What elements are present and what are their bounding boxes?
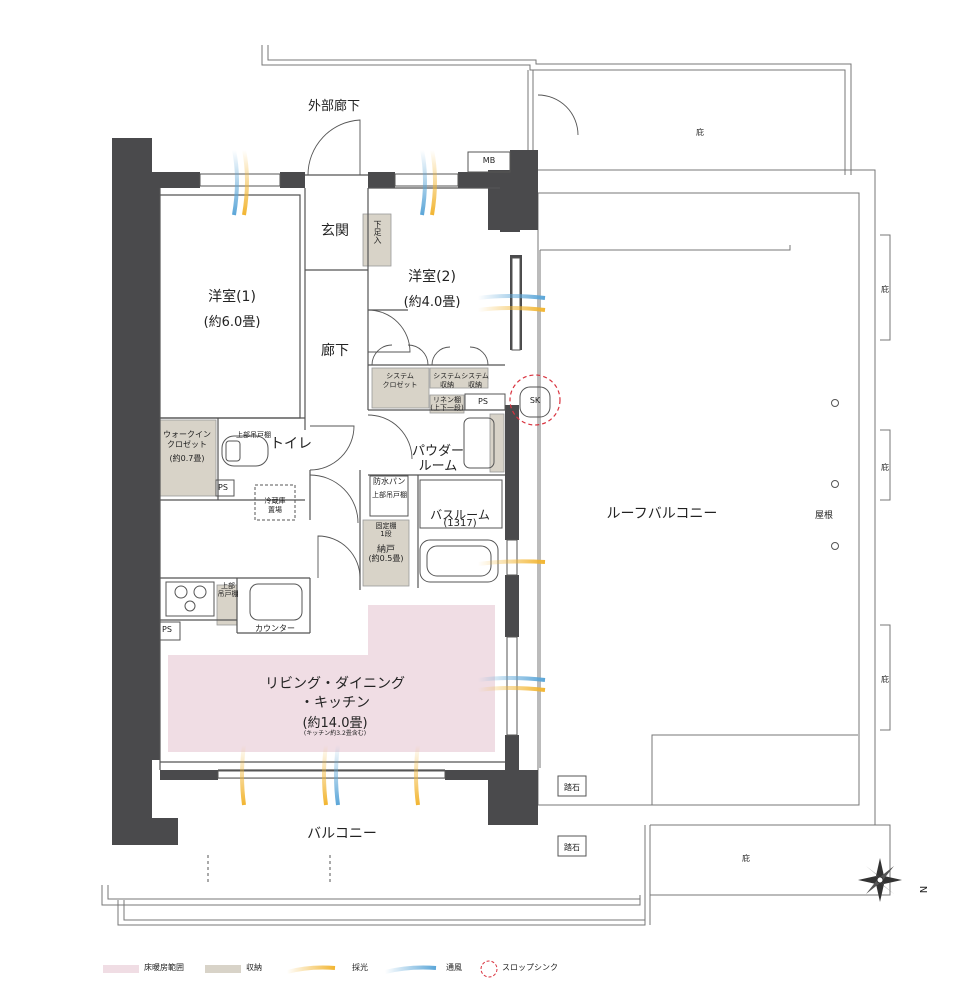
upper-cabinet-toilet-label: 上部吊戸棚	[236, 431, 271, 439]
legend-slop-sink-swatch	[480, 960, 498, 978]
storage-label: 納戸	[376, 545, 396, 555]
legend-daylight-swatch	[286, 965, 336, 974]
windows	[199, 173, 521, 779]
sk-label: SK	[529, 396, 541, 405]
slop-sink-marker	[509, 374, 561, 426]
waterproof-pan-label: 防水パン	[373, 477, 406, 486]
bathroom-label: バスルーム	[430, 508, 490, 522]
ldk-label-line2: ・キッチン	[300, 695, 370, 711]
shoe-box-label: 下足入	[373, 220, 382, 244]
ps-label-2: PS	[218, 483, 228, 492]
stepping-stone-label-2: 踏石	[564, 843, 580, 852]
western-room-2-size: (約4.0畳)	[403, 295, 461, 310]
hallway-label: 廊下	[321, 343, 349, 359]
powder-room-label: パウダー ルーム	[411, 444, 465, 474]
compass-icon	[858, 858, 902, 902]
upper-cabinet-wash-label: 上部吊戸棚	[372, 491, 407, 499]
roof-label: 屋根	[814, 511, 834, 521]
airflow-arrows	[232, 149, 546, 806]
corridor-outside-label: 外部廊下	[307, 99, 361, 114]
system-storage-1-label: システム 収納	[433, 372, 461, 389]
roof-balcony-outline	[537, 192, 860, 806]
legend-ventilation-swatch	[384, 965, 437, 974]
walk-in-closet-label: ウォークイン クロゼット	[163, 430, 211, 449]
garden-label-top: 庇	[696, 128, 704, 137]
legend-storage-swatch	[205, 965, 241, 973]
walk-in-closet-size: (約0.7畳)	[169, 454, 205, 463]
garden-label-bottom: 庇	[742, 854, 750, 863]
legend-floor-heating-label: 床暖房範囲	[144, 963, 184, 972]
ldk-note: (キッチン約3.2畳含む)	[303, 730, 367, 737]
fixtures	[159, 151, 839, 885]
mb-label: MB	[482, 156, 496, 165]
garden-label-right-2: 庇	[881, 463, 889, 472]
legend-floor-heating-swatch	[103, 965, 139, 973]
door-swings	[307, 94, 579, 579]
legend-ventilation-label: 通風	[446, 963, 462, 972]
garden-label-right-3: 庇	[881, 675, 889, 684]
legend-swatches	[103, 960, 498, 978]
linen-shelf-label: リネン棚 (上下一段)	[430, 396, 464, 412]
western-room-1-size: (約6.0畳)	[203, 315, 261, 330]
western-room-1-label: 洋室(1)	[208, 289, 256, 305]
legend-slop-sink-label: スロップシンク	[502, 963, 558, 972]
interior-walls	[159, 174, 505, 779]
fixed-shelf-label: 固定棚 1段	[375, 522, 397, 538]
counter-label: カウンター	[255, 624, 295, 633]
bathroom-size: (1317)	[443, 518, 477, 529]
ps-label-3: PS	[162, 625, 172, 634]
ldk-label-line1: リビング・ダイニング	[265, 676, 405, 692]
system-closet-label: システム クロゼット	[382, 372, 418, 389]
legend-daylight-label: 採光	[352, 963, 368, 972]
entrance-label: 玄関	[321, 223, 349, 239]
walls	[112, 138, 538, 845]
storage-size: (約0.5畳)	[368, 554, 404, 563]
stepping-stone-label-1: 踏石	[564, 783, 580, 792]
upper-cabinet-kitchen-label: 上部 吊戸棚	[217, 582, 239, 598]
ldk-size: (約14.0畳)	[302, 716, 368, 731]
legend-storage-label: 収納	[246, 963, 262, 972]
floor-heating-area	[168, 605, 495, 752]
western-room-2-label: 洋室(2)	[408, 269, 456, 285]
garden-label-right-1: 庇	[881, 285, 889, 294]
ps-label-1: PS	[478, 397, 488, 406]
roof-balcony-label: ルーフバルコニー	[606, 506, 718, 522]
site-boundary	[101, 45, 891, 926]
compass-label: N	[917, 885, 929, 894]
balcony-label: バルコニー	[307, 826, 377, 842]
system-storage-2-label: システム 収納	[461, 372, 489, 389]
toilet-label: トイレ	[270, 436, 312, 452]
fridge-space-label: 冷蔵庫 置場	[264, 497, 286, 514]
